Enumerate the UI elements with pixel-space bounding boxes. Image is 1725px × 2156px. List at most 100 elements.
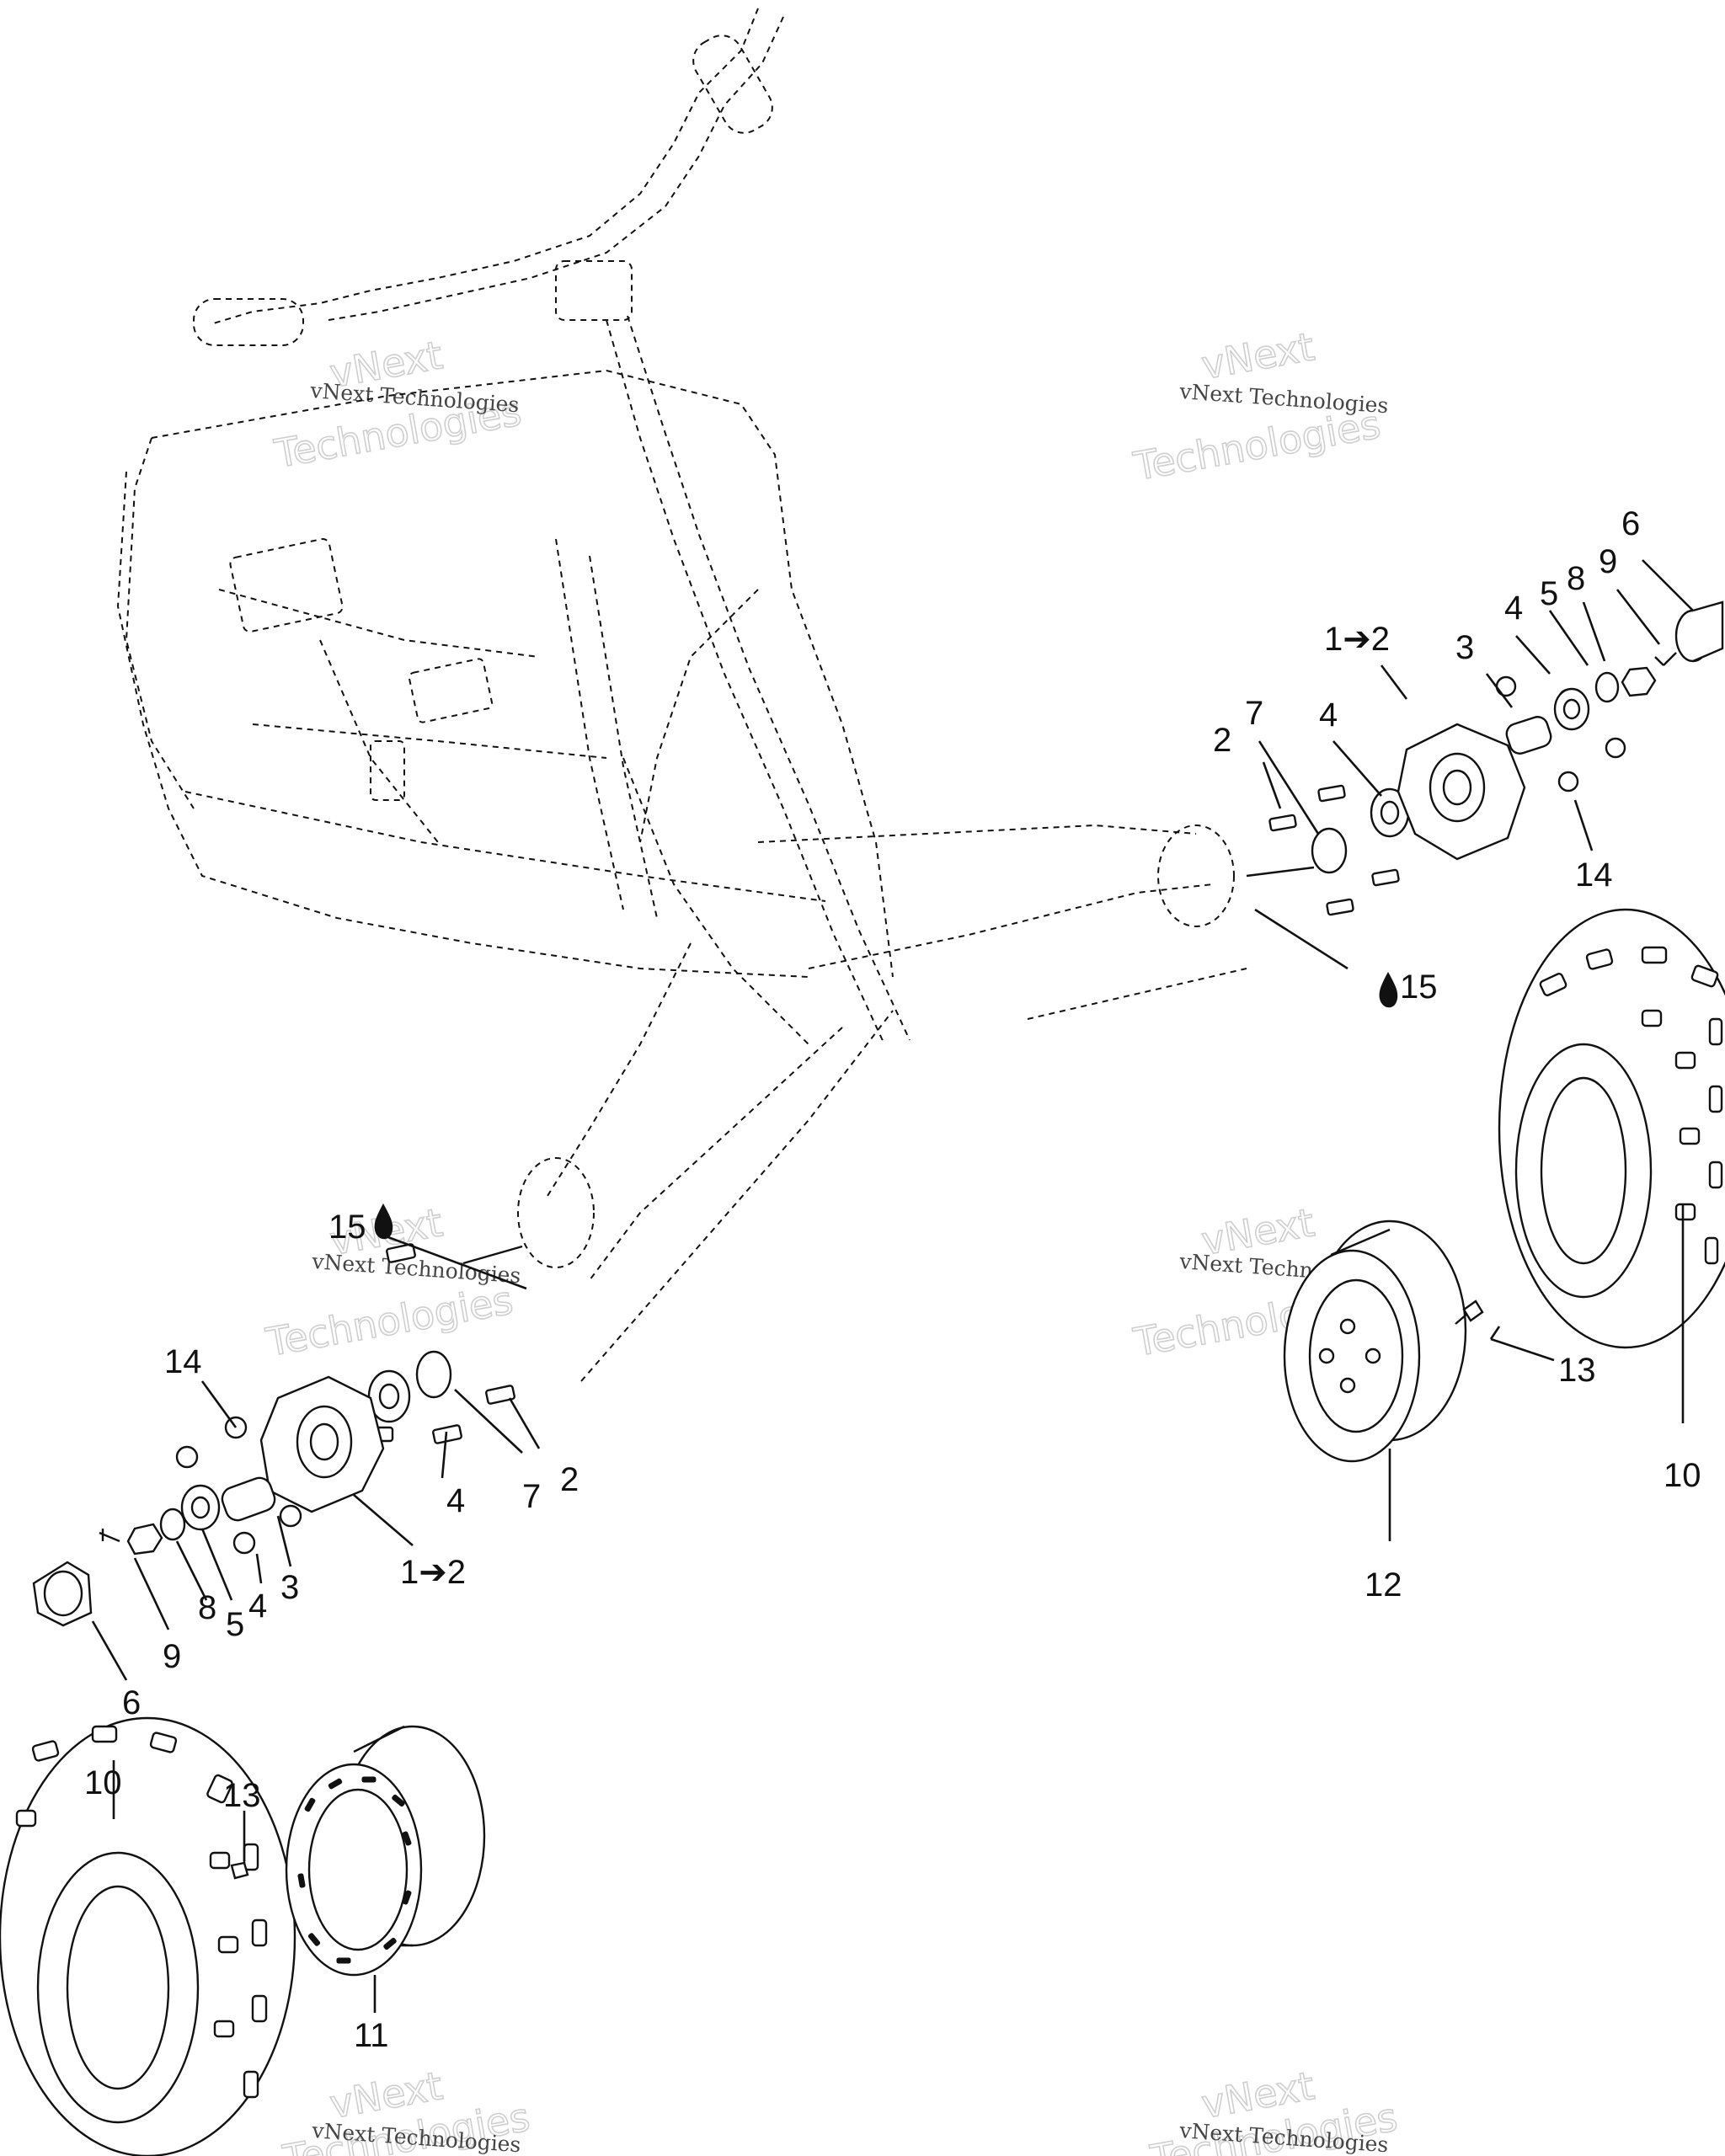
watermark-top-left: vNext Technologies vNext Technologies [270,332,526,478]
callout-7: 7 [522,1478,541,1515]
callout-8: 8 [1567,560,1585,597]
seal-7 [415,1350,452,1399]
callout-4: 4 [446,1482,465,1519]
wheel-hub [1397,723,1526,861]
steering-column-back [627,315,911,1041]
right-tie-rod [1027,968,1247,1020]
callout-9: 9 [1599,543,1617,580]
tire-inner [1514,1043,1653,1299]
rear-upright [125,437,195,809]
hub-cap-6 [32,1561,93,1627]
upper-a-arm-left [547,942,692,1197]
hub-bolt [1268,784,1400,916]
callout-3: 3 [1455,629,1474,666]
tire-inner [36,1851,200,2124]
oil-drop-icon [1379,971,1398,1008]
spacer-3 [221,1476,276,1522]
castle-nut-8 [1621,666,1657,697]
left-spindle [462,1245,523,1265]
callout-13: 13 [1558,1352,1596,1389]
right-wheel-rim-12 [1283,1219,1467,1463]
wheel-hub [259,1375,385,1513]
callout-2: 2 [1213,722,1231,759]
washer-5 [159,1508,186,1541]
callout-2: 2 [560,1461,579,1498]
tire-tread [1539,946,1723,1265]
frame-plate-mid [408,658,494,723]
watermark-brand-line: vNext Technologies [1178,379,1390,418]
frame-plate-rear [229,537,344,633]
callout-4: 4 [1504,590,1523,627]
upper-a-arm-right [757,824,1197,843]
watermark-bottom-left: vNext Technologies vNext Technologies [279,2063,534,2156]
watermark-top-right: vNext Technologies vNext Technologies [1130,323,1390,490]
cotter-pin-9 [99,1529,120,1543]
callout-14: 14 [164,1343,202,1380]
rim-front [285,1763,423,1977]
rim-slots [297,1776,412,1964]
callout-4: 4 [1319,696,1338,734]
callout-14: 14 [1575,857,1613,894]
oil-drop-icon [374,1203,393,1240]
callout-8: 8 [198,1589,216,1626]
cotter-pin-9 [1654,652,1677,666]
lower-frame-rail [116,471,809,978]
callout-10: 10 [84,1764,122,1801]
callout-15: 15 [328,1209,366,1246]
steering-bracket [555,260,633,321]
callout-1-to-2: 1➔2 [1324,621,1390,658]
atv-frame-outline [116,8,1315,1382]
callout-3: 3 [280,1569,299,1606]
frame-bracket [370,740,405,801]
diag-brace-2 [639,589,759,843]
left-tie-rod [580,1010,894,1382]
callout-15: 15 [1400,969,1438,1006]
callout-13: 13 [223,1777,261,1814]
diag-brace [319,639,439,843]
left-grip [193,298,304,346]
upper-frame-rail [151,369,894,978]
valve-stem-13-right [1455,1299,1484,1325]
washer-5 [1594,671,1620,703]
rim-front [1283,1249,1421,1463]
seal-7 [1311,827,1348,874]
right-hub-assembly [1268,600,1724,916]
watermark-bottom-right: vNext Technologies vNext Technologies [1146,2063,1402,2156]
center-upright [555,538,624,910]
leader-lines [91,559,1694,2013]
right-spindle [1246,866,1315,878]
handlebar-upper [210,8,759,325]
callout-6: 6 [1621,505,1640,542]
left-wheel-rim-11 [285,1725,486,1977]
left-tire-10 [0,1716,296,2156]
front-down-tube [622,757,809,1045]
hub-cap-6 [1674,600,1724,663]
callout-7: 7 [1245,695,1263,732]
watermark-big-word-1: vNext [1199,323,1318,388]
cross-bar-1 [218,589,540,658]
callout-10: 10 [1664,1457,1701,1494]
cross-bar-3 [184,791,826,902]
handlebar-lower [328,16,784,321]
right-knuckle [1157,825,1235,927]
valve-stem-13-left [230,1861,249,1880]
watermark-big-word-2: Technologies [263,1277,516,1365]
right-tire-10 [1498,908,1725,1349]
callout-11: 11 [354,2017,389,2054]
left-knuckle [517,1157,595,1268]
cross-bar-2 [252,723,607,759]
right-grip [692,35,773,134]
left-hub-assembly [32,1243,515,1627]
callout-6: 6 [122,1684,141,1721]
callout-5: 5 [1540,575,1558,612]
callout-9: 9 [163,1638,181,1675]
callout-labels: 6 1➔2 3 4 5 8 9 2 7 4 14 15 15 14 4 7 2 … [84,505,1701,2054]
steering-column [606,319,885,1045]
callout-12: 12 [1365,1566,1402,1604]
lower-a-arm-right [808,883,1214,969]
callout-1-to-2: 1➔2 [400,1554,466,1591]
castle-nut-8 [126,1523,163,1556]
lug-nuts [175,1416,302,1555]
